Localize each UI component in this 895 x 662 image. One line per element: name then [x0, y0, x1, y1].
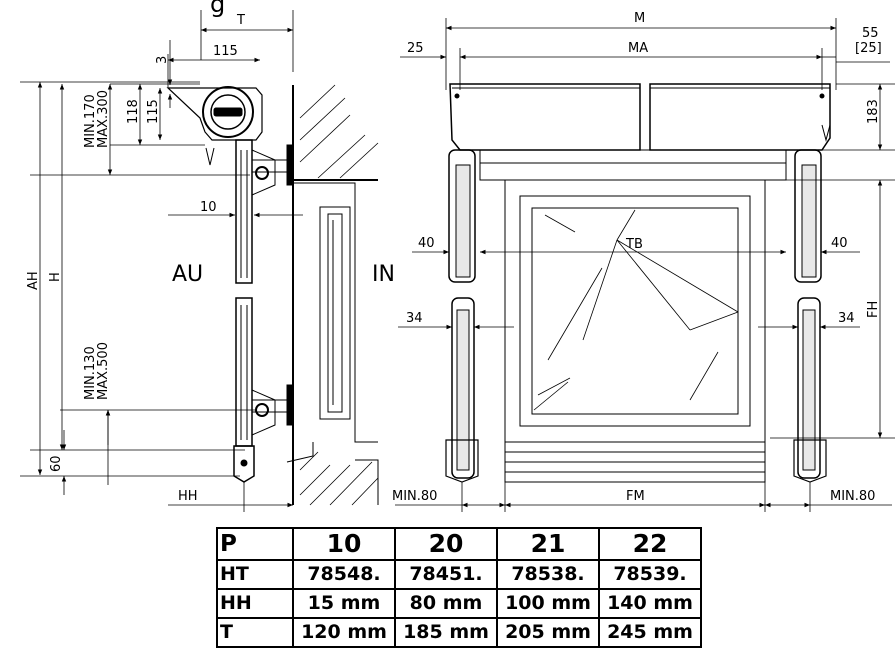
dim-25-bracket: [25]: [855, 41, 882, 56]
dim-min80-left: MIN.80: [392, 489, 437, 504]
side-dimensions: [20, 10, 303, 512]
table-cell: 245 mm: [598, 617, 702, 648]
dim-HH: HH: [178, 489, 198, 504]
dim-115-side: 115: [146, 99, 161, 124]
dim-10: 10: [200, 200, 217, 215]
table-cell: 80 mm: [394, 588, 498, 619]
row-label: HH: [216, 588, 294, 619]
dim-AH: AH: [26, 271, 41, 290]
table-cell: 100 mm: [496, 588, 600, 619]
dim-40-right: 40: [831, 236, 848, 251]
dimension-table: P 10 20 21 22 HT 78548. 78451. 78538. 78…: [216, 527, 702, 648]
dim-max500: MAX.500: [96, 342, 111, 400]
dim-min80-right: MIN.80: [830, 489, 875, 504]
table-cell: 140 mm: [598, 588, 702, 619]
front-dimensions: [395, 18, 895, 512]
table-cell: 185 mm: [394, 617, 498, 648]
table-cell: 78548.: [292, 559, 396, 590]
dim-115-top: 115: [213, 44, 238, 59]
dim-min130: MIN.130: [83, 346, 98, 400]
dim-M: M: [634, 11, 645, 26]
front-view: [445, 83, 831, 483]
dim-min170: MIN.170: [83, 94, 98, 148]
title-fragment: g: [210, 0, 225, 18]
top-bracket: [251, 144, 294, 196]
table-cell: 205 mm: [496, 617, 600, 648]
dim-25-left: 25: [407, 41, 424, 56]
dim-MA: MA: [628, 41, 648, 56]
bottom-bracket: [251, 384, 294, 436]
dim-TB: TB: [625, 237, 643, 252]
dim-T: T: [236, 13, 245, 28]
row-label: HT: [216, 559, 294, 590]
dim-FH: FH: [866, 301, 881, 318]
dim-3: 3: [155, 56, 170, 64]
label-inside: IN: [372, 262, 395, 287]
dim-max300: MAX.300: [96, 90, 111, 148]
table-cell: 78451.: [394, 559, 498, 590]
table-cell: 15 mm: [292, 588, 396, 619]
header-cell: P: [216, 527, 294, 561]
side-view: [166, 84, 379, 506]
header-cell: 21: [496, 527, 600, 561]
header-cell: 10: [292, 527, 396, 561]
dim-118: 118: [126, 99, 141, 124]
dim-H: H: [48, 272, 63, 282]
dim-FM: FM: [626, 489, 645, 504]
dim-55: 55: [862, 26, 879, 41]
table-cell: 78538.: [496, 559, 600, 590]
row-label: T: [216, 617, 294, 648]
table-header-row: P 10 20 21 22: [216, 527, 702, 561]
header-cell: 22: [598, 527, 702, 561]
header-cell: 20: [394, 527, 498, 561]
dim-60: 60: [49, 455, 64, 472]
table-row: HH 15 mm 80 mm 100 mm 140 mm: [216, 588, 702, 619]
dim-34-right: 34: [838, 311, 855, 326]
table-row: T 120 mm 185 mm 205 mm 245 mm: [216, 617, 702, 648]
table-cell: 120 mm: [292, 617, 396, 648]
table-cell: 78539.: [598, 559, 702, 590]
label-outside: AU: [172, 262, 203, 287]
dim-34-left: 34: [406, 311, 423, 326]
technical-drawing: g T 115 3 118 115 MIN.170 MAX.300 AH H 1…: [20, 0, 895, 512]
wall-hatching: [299, 84, 379, 506]
dim-183: 183: [866, 99, 881, 124]
dim-40-left: 40: [418, 236, 435, 251]
table-row: HT 78548. 78451. 78538. 78539.: [216, 559, 702, 590]
